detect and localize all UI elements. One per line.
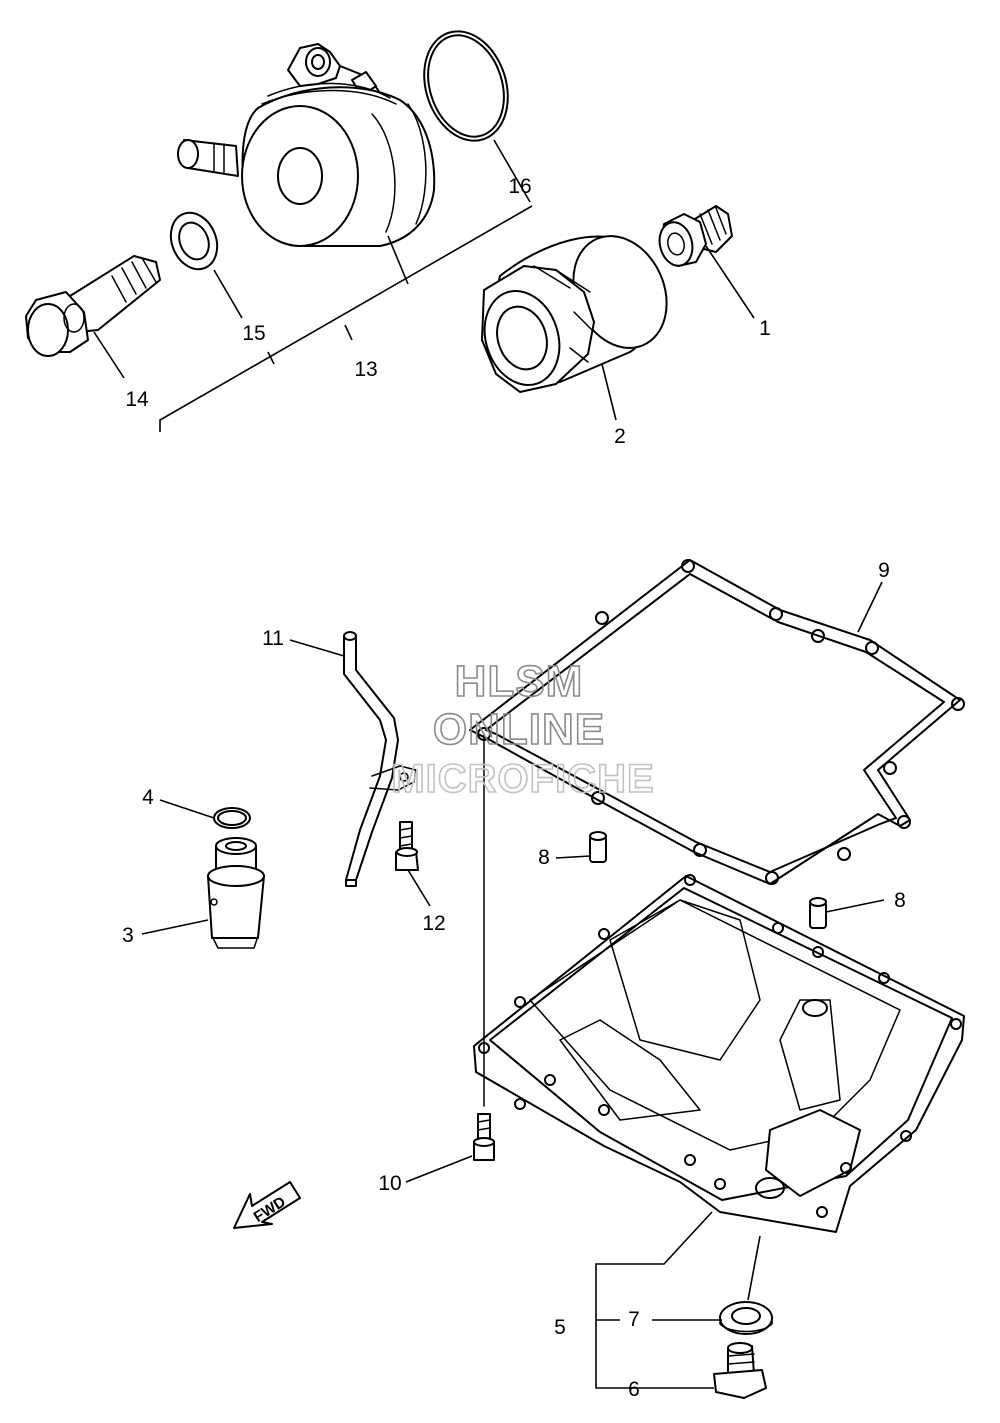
callout-8a: 8 — [538, 846, 550, 869]
o-ring-4 — [213, 807, 251, 829]
o-ring-16 — [423, 30, 509, 142]
callout-15: 15 — [242, 322, 265, 345]
washer-7 — [719, 1301, 773, 1335]
oil-pan-5 — [473, 874, 965, 1233]
oil-pipe-11 — [343, 631, 417, 887]
fwd-arrow-icon: FWD — [233, 1181, 301, 1229]
callout-11: 11 — [262, 627, 284, 650]
watermark-line-1: HLSM — [455, 657, 584, 706]
callout-9: 9 — [878, 559, 890, 582]
oil-cooler — [177, 43, 436, 247]
callout-2: 2 — [614, 425, 626, 448]
callout-labels: 1 2 3 4 5 6 7 8 8 9 10 11 12 13 14 15 16 — [122, 175, 906, 1401]
lower-leader-lines — [141, 581, 885, 1389]
watermark-line-2: ONLINE — [433, 705, 605, 754]
relief-valve-3 — [207, 837, 265, 949]
callout-10: 10 — [378, 1172, 401, 1195]
bolt-12 — [395, 821, 419, 871]
dowel-pin-8b — [809, 897, 827, 929]
callout-12: 12 — [422, 912, 445, 935]
callout-5: 5 — [554, 1316, 566, 1339]
callout-1: 1 — [759, 317, 771, 340]
callout-16: 16 — [508, 175, 531, 198]
washer-15 — [169, 211, 219, 271]
callout-4: 4 — [142, 786, 154, 809]
bolt-10 — [473, 733, 495, 1161]
callout-6: 6 — [628, 1378, 640, 1401]
oil-filter-2 — [481, 235, 668, 393]
oil-pan-gasket-9 — [469, 559, 965, 885]
fitting-1 — [658, 205, 733, 267]
upper-leader-lines — [93, 139, 755, 432]
callout-8b: 8 — [894, 889, 906, 912]
watermark-line-3: MICROFICHE — [391, 757, 654, 801]
dowel-pin-8a — [589, 831, 607, 863]
union-bolt-14 — [25, 255, 161, 357]
callout-3: 3 — [122, 924, 134, 947]
drain-bolt-6 — [713, 1342, 767, 1399]
watermark: HLSM ONLINE MICROFICHE — [391, 656, 655, 802]
callout-14: 14 — [125, 388, 149, 411]
callout-7: 7 — [628, 1308, 640, 1331]
callout-13: 13 — [354, 358, 377, 381]
